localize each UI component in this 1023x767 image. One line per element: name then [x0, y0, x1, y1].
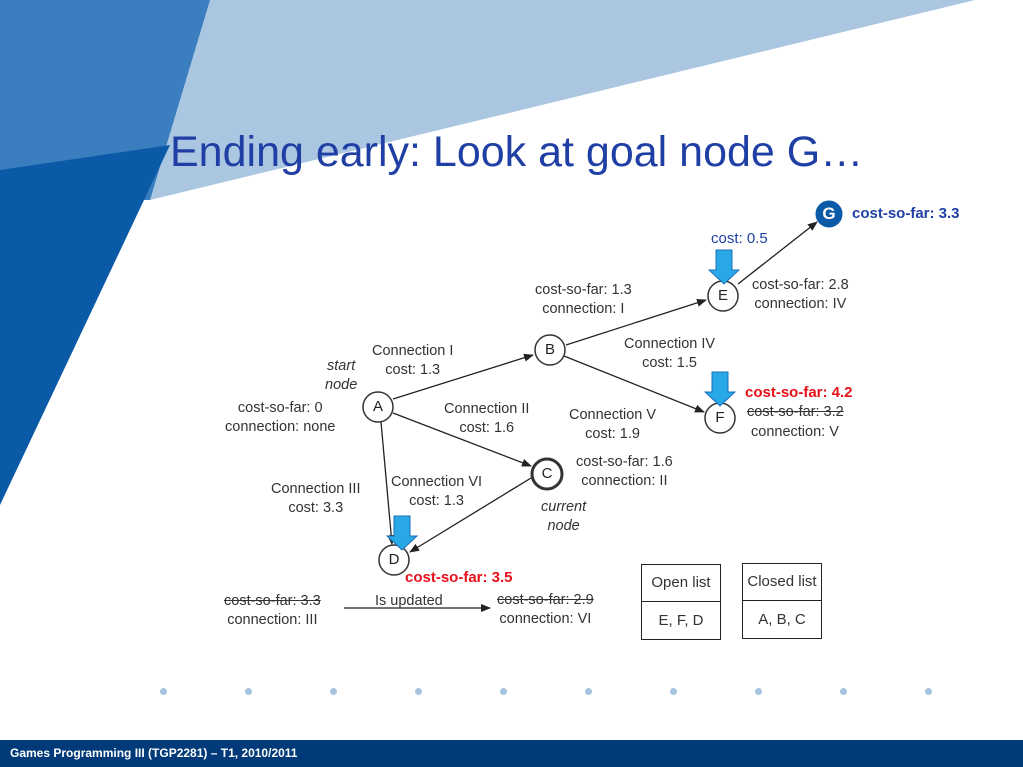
connection-iii-label: Connection III cost: 3.3	[271, 481, 361, 516]
node-b-label: B	[544, 341, 555, 358]
start-node-label: start node	[325, 358, 358, 393]
decor-dot	[245, 688, 252, 695]
down-arrow-f	[703, 371, 737, 407]
node-f-old-cost: cost-so-far: 3.2	[747, 404, 844, 420]
decor-dot	[670, 688, 677, 695]
node-d-circle	[378, 544, 410, 576]
node-b-info: cost-so-far: 1.3 connection: I	[535, 282, 632, 317]
current-node-label: current node	[541, 499, 587, 534]
node-g-label: G	[822, 204, 836, 223]
node-c-label: C	[541, 465, 553, 482]
slide-title: Ending early: Look at goal node G…	[170, 128, 864, 176]
decor-dot	[925, 688, 932, 695]
node-f-label: F	[715, 409, 725, 426]
edge-a-d	[380, 421, 396, 545]
node-f-connection: connection: V	[751, 424, 839, 440]
decor-dot	[160, 688, 167, 695]
node-c-circle	[530, 457, 564, 491]
node-b-circle	[534, 334, 566, 366]
edge-a-b	[392, 353, 534, 400]
node-e-label: E	[717, 287, 728, 304]
closed-list-box: Closed list A, B, C	[742, 563, 822, 639]
decor-dot	[330, 688, 337, 695]
connection-iv-label: Connection IV cost: 1.5	[624, 336, 716, 371]
edge-e-g	[737, 221, 818, 285]
edge-c-d	[409, 477, 532, 553]
edge-e-g-cost: cost: 0.5	[711, 230, 768, 247]
connection-vi-label: Connection VI cost: 1.3	[391, 474, 483, 509]
is-updated-label: Is updated	[375, 593, 443, 609]
bg-dark-band	[0, 145, 170, 505]
edge-a-c	[392, 412, 532, 467]
bg-light-band	[75, 0, 975, 200]
down-arrow-e	[707, 249, 741, 285]
decor-dot	[500, 688, 507, 695]
connection-ii-label: Connection II cost: 1.6	[444, 401, 530, 436]
footer-bar: Games Programming III (TGP2281) – T1, 20…	[0, 740, 1023, 767]
edge-b-f	[563, 355, 705, 413]
open-list-header: Open list	[642, 565, 720, 602]
decor-dot	[755, 688, 762, 695]
node-f-new-cost: cost-so-far: 4.2	[745, 384, 853, 401]
connection-v-label: Connection V cost: 1.9	[569, 407, 657, 442]
open-list-box: Open list E, F, D	[641, 564, 721, 640]
connection-i-label: Connection I cost: 1.3	[372, 343, 454, 378]
node-d-updated-info: cost-so-far: 2.9 connection: VI	[497, 592, 594, 627]
footer-text: Games Programming III (TGP2281) – T1, 20…	[10, 746, 298, 760]
node-a-circle	[362, 391, 394, 423]
node-g-circle	[815, 200, 843, 228]
node-d-label: D	[388, 551, 400, 568]
open-list-items: E, F, D	[658, 612, 704, 629]
closed-list-header: Closed list	[743, 564, 821, 601]
node-d-old-info: cost-so-far: 3.3 connection: III	[224, 593, 321, 628]
decor-dot	[415, 688, 422, 695]
node-a-label: A	[372, 398, 383, 415]
node-d-new-cost: cost-so-far: 3.5	[405, 569, 513, 586]
down-arrow-d	[385, 515, 419, 551]
edge-b-e	[565, 298, 707, 346]
node-a-info: cost-so-far: 0 connection: none	[225, 400, 336, 435]
node-g-info: cost-so-far: 3.3	[852, 205, 960, 222]
decor-dot	[585, 688, 592, 695]
node-e-info: cost-so-far: 2.8 connection: IV	[752, 277, 849, 312]
node-c-info: cost-so-far: 1.6 connection: II	[576, 454, 673, 489]
decor-dot	[840, 688, 847, 695]
closed-list-items: A, B, C	[758, 611, 806, 628]
